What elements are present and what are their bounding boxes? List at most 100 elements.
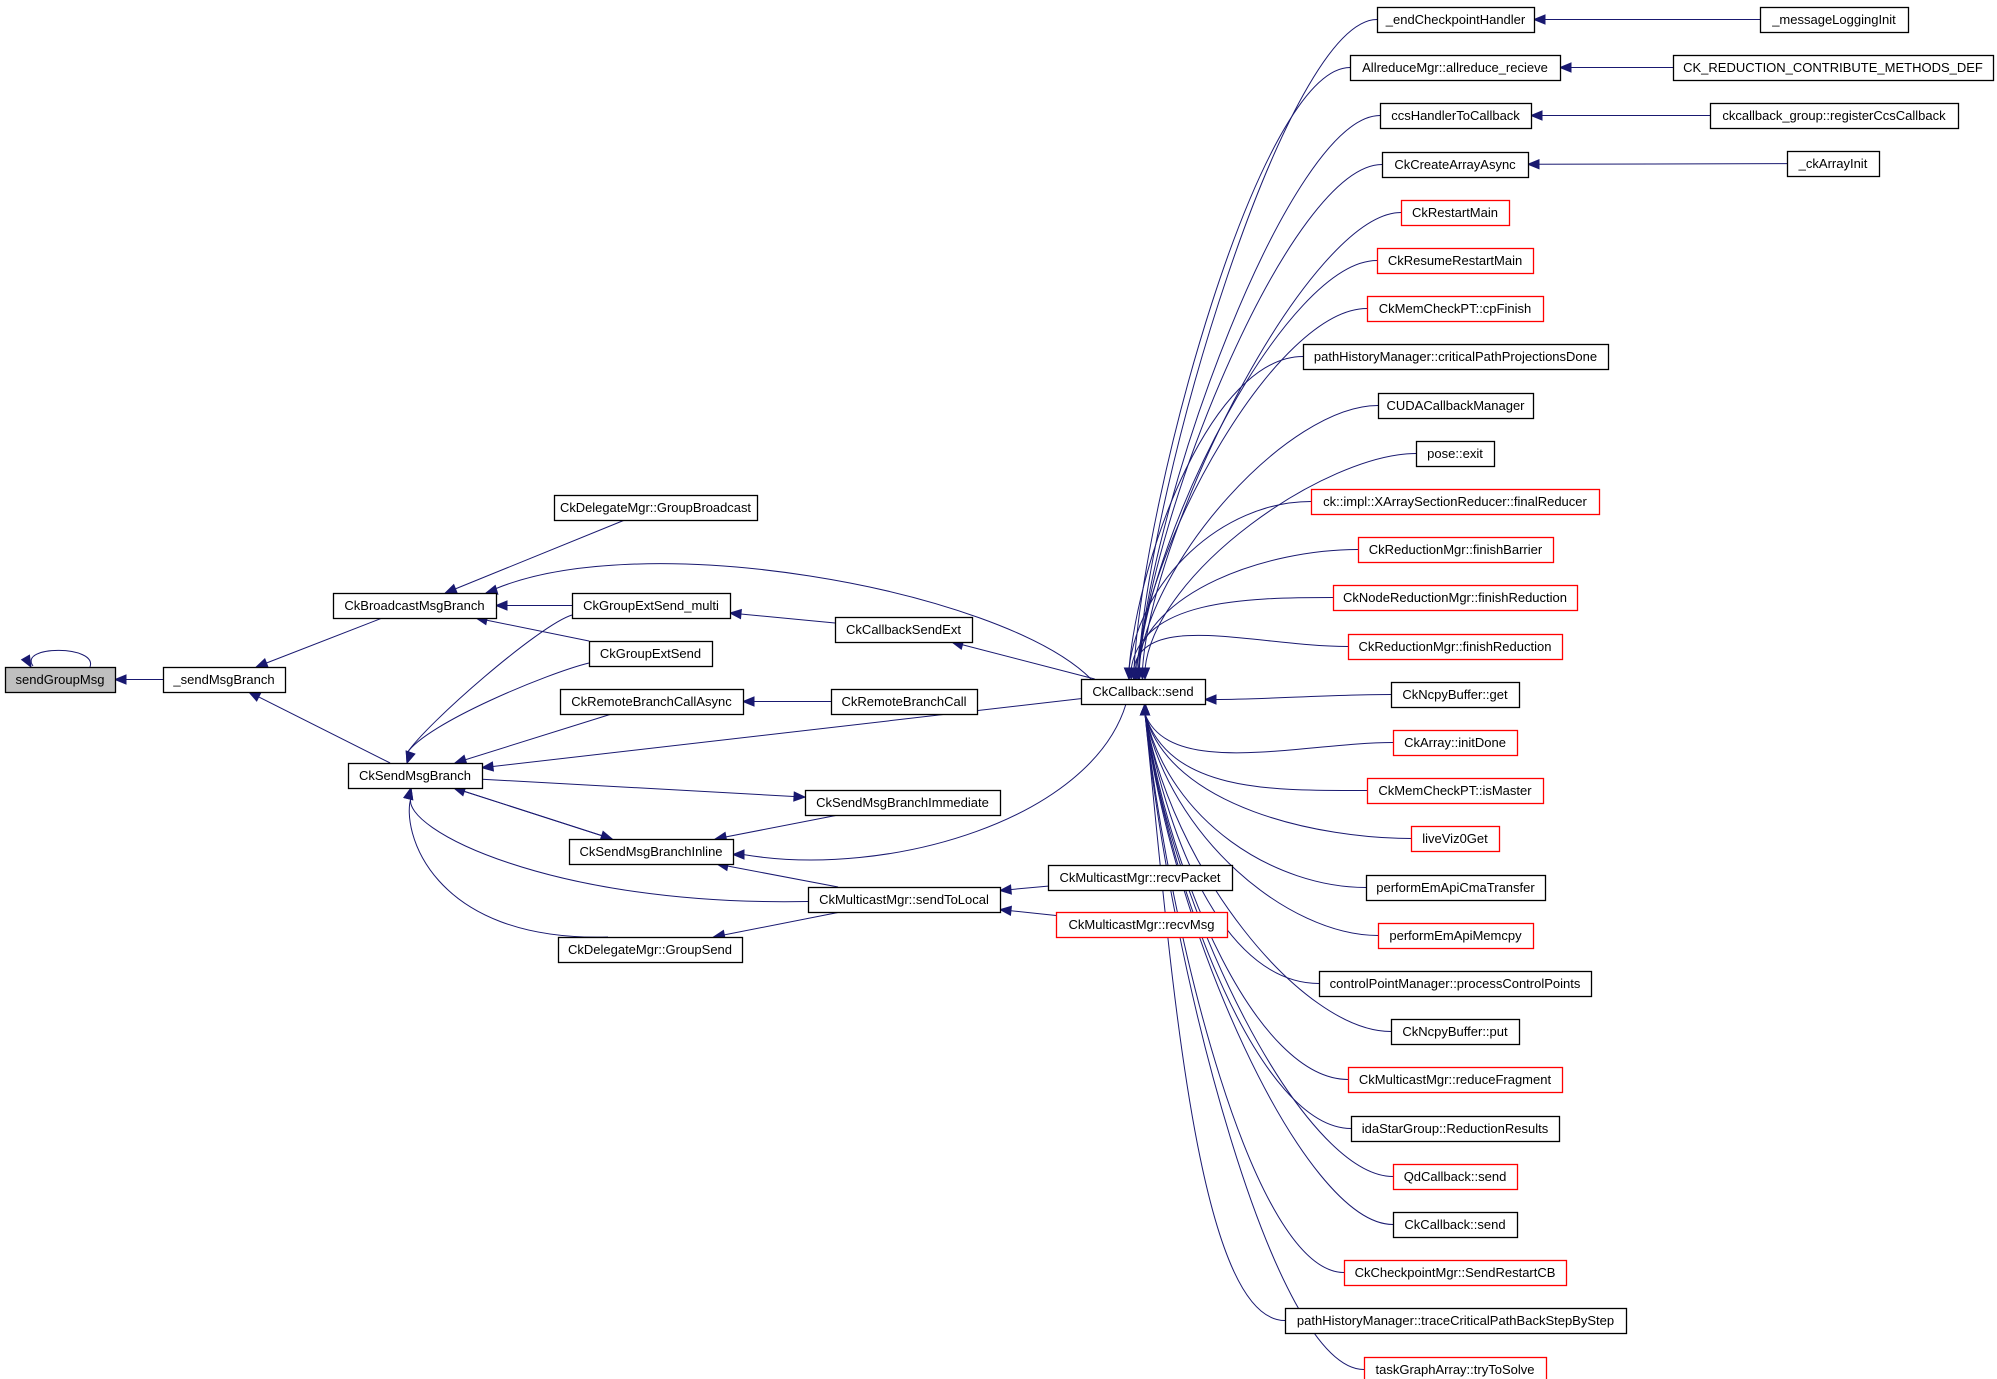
- node-box[interactable]: [1363, 1356, 1548, 1379]
- node-box[interactable]: [1284, 1307, 1628, 1335]
- node-r27[interactable]: pathHistoryManager::traceCriticalPathBac…: [1284, 1307, 1628, 1335]
- node-box[interactable]: [568, 838, 735, 866]
- node-ckgroupextsend-multi[interactable]: CkGroupExtSend_multi: [571, 592, 732, 620]
- node-sendgroupmsg[interactable]: sendGroupMsg: [4, 666, 117, 694]
- node-box[interactable]: [1349, 54, 1562, 82]
- node-r6[interactable]: CkMemCheckPT::cpFinish: [1366, 295, 1545, 323]
- node-r2[interactable]: ccsHandlerToCallback: [1379, 102, 1533, 130]
- node-r26[interactable]: CkCheckpointMgr::SendRestartCB: [1343, 1259, 1568, 1287]
- node-box[interactable]: [1381, 151, 1530, 179]
- node-ckgroupextsend[interactable]: CkGroupExtSend: [588, 640, 714, 668]
- node-box[interactable]: [1390, 681, 1521, 709]
- node-box[interactable]: [1310, 488, 1601, 516]
- node-r1[interactable]: AllreduceMgr::allreduce_recieve: [1349, 54, 1562, 82]
- node-box[interactable]: [1377, 922, 1535, 950]
- node-box[interactable]: [1047, 864, 1234, 892]
- node-box[interactable]: [1350, 1115, 1561, 1143]
- node-box[interactable]: [571, 592, 732, 620]
- node-ckmulticastmgr-sendtolocal[interactable]: CkMulticastMgr::sendToLocal: [807, 886, 1002, 914]
- node-box[interactable]: [588, 640, 714, 668]
- node-box[interactable]: [1318, 970, 1593, 998]
- node-box[interactable]: [1390, 1018, 1521, 1046]
- node-box[interactable]: [1347, 633, 1564, 661]
- node-box[interactable]: [830, 688, 979, 716]
- node-box[interactable]: [4, 666, 117, 694]
- node-r9[interactable]: pose::exit: [1415, 440, 1496, 468]
- node-ckremotebranchcallasync[interactable]: CkRemoteBranchCallAsync: [559, 688, 745, 716]
- node-box[interactable]: [1302, 343, 1610, 371]
- node-box[interactable]: [1080, 678, 1207, 706]
- node-ckmulticastmgr-recvmsg[interactable]: CkMulticastMgr::recvMsg: [1055, 911, 1229, 939]
- node-ckdelegatemgr-groupsend[interactable]: CkDelegateMgr::GroupSend: [557, 936, 744, 964]
- node-box[interactable]: [1415, 440, 1496, 468]
- node-box[interactable]: [1343, 1259, 1568, 1287]
- node-ckcallbacksendext[interactable]: CkCallbackSendExt: [834, 616, 974, 644]
- node-r7[interactable]: pathHistoryManager::criticalPathProjecti…: [1302, 343, 1610, 371]
- node-r3[interactable]: CkCreateArrayAsync: [1381, 151, 1530, 179]
- node-box[interactable]: [1366, 777, 1545, 805]
- node-r28[interactable]: taskGraphArray::tryToSolve: [1363, 1356, 1548, 1379]
- node-cksendmsgbranch[interactable]: CkSendMsgBranch: [347, 762, 484, 790]
- node-r12[interactable]: CkNodeReductionMgr::finishReduction: [1332, 584, 1579, 612]
- node-r21[interactable]: CkNcpyBuffer::put: [1390, 1018, 1521, 1046]
- node-ckcallback-send[interactable]: CkCallback::send: [1080, 678, 1207, 706]
- node-r11[interactable]: CkReductionMgr::finishBarrier: [1357, 536, 1555, 564]
- node-cksendmsgbranchinline[interactable]: CkSendMsgBranchInline: [568, 838, 735, 866]
- node-box[interactable]: [807, 886, 1002, 914]
- node-f0[interactable]: _messageLoggingInit: [1759, 6, 1910, 34]
- node-box[interactable]: [1357, 536, 1555, 564]
- node-box[interactable]: [1392, 729, 1519, 757]
- node-box[interactable]: [559, 688, 745, 716]
- node-ckdelegatemgr-groupbroadcast[interactable]: CkDelegateMgr::GroupBroadcast: [553, 494, 759, 522]
- node-r17[interactable]: liveViz0Get: [1410, 825, 1501, 853]
- node-f3[interactable]: _ckArrayInit: [1786, 150, 1881, 178]
- node-box[interactable]: [834, 616, 974, 644]
- node-ckmulticastmgr-recvpacket[interactable]: CkMulticastMgr::recvPacket: [1047, 864, 1234, 892]
- node-r15[interactable]: CkArray::initDone: [1392, 729, 1519, 757]
- node-r22[interactable]: CkMulticastMgr::reduceFragment: [1347, 1066, 1564, 1094]
- node-box[interactable]: [1366, 295, 1545, 323]
- node-box[interactable]: [1410, 825, 1501, 853]
- node-box[interactable]: [162, 666, 287, 694]
- node-r0[interactable]: _endCheckpointHandler: [1376, 6, 1536, 34]
- node-box[interactable]: [1365, 874, 1547, 902]
- node-box[interactable]: [1672, 54, 1995, 82]
- node-box[interactable]: [347, 762, 484, 790]
- node-r4[interactable]: CkRestartMain: [1400, 199, 1511, 227]
- node-box[interactable]: [1055, 911, 1229, 939]
- node-box[interactable]: [1392, 1211, 1519, 1239]
- node-box[interactable]: [1379, 102, 1533, 130]
- node-r14[interactable]: CkNcpyBuffer::get: [1390, 681, 1521, 709]
- node-box[interactable]: [1392, 1163, 1519, 1191]
- node-r13[interactable]: CkReductionMgr::finishReduction: [1347, 633, 1564, 661]
- node-r23[interactable]: idaStarGroup::ReductionResults: [1350, 1115, 1561, 1143]
- node-box[interactable]: [1786, 150, 1881, 178]
- node-box[interactable]: [1376, 247, 1535, 275]
- node--sendmsgbranch[interactable]: _sendMsgBranch: [162, 666, 287, 694]
- node-r5[interactable]: CkResumeRestartMain: [1376, 247, 1535, 275]
- node-box[interactable]: [1332, 584, 1579, 612]
- node-box[interactable]: [332, 592, 498, 620]
- node-box[interactable]: [1709, 102, 1960, 130]
- node-box[interactable]: [1400, 199, 1511, 227]
- node-r16[interactable]: CkMemCheckPT::isMaster: [1366, 777, 1545, 805]
- node-box[interactable]: [1347, 1066, 1564, 1094]
- node-r8[interactable]: CUDACallbackManager: [1377, 392, 1535, 420]
- node-ckbroadcastmsgbranch[interactable]: CkBroadcastMsgBranch: [332, 592, 498, 620]
- node-r25[interactable]: CkCallback::send: [1392, 1211, 1519, 1239]
- node-f2[interactable]: ckcallback_group::registerCcsCallback: [1709, 102, 1960, 130]
- node-r24[interactable]: QdCallback::send: [1392, 1163, 1519, 1191]
- node-r19[interactable]: performEmApiMemcpy: [1377, 922, 1535, 950]
- node-r20[interactable]: controlPointManager::processControlPoint…: [1318, 970, 1593, 998]
- node-box[interactable]: [553, 494, 759, 522]
- node-box[interactable]: [1376, 6, 1536, 34]
- node-r10[interactable]: ck::impl::XArraySectionReducer::finalRed…: [1310, 488, 1601, 516]
- node-r18[interactable]: performEmApiCmaTransfer: [1365, 874, 1547, 902]
- node-box[interactable]: [1377, 392, 1535, 420]
- node-box[interactable]: [1759, 6, 1910, 34]
- node-f1[interactable]: CK_REDUCTION_CONTRIBUTE_METHODS_DEF: [1672, 54, 1995, 82]
- node-box[interactable]: [804, 789, 1002, 817]
- node-cksendmsgbranchimmediate[interactable]: CkSendMsgBranchImmediate: [804, 789, 1002, 817]
- node-ckremotebranchcall[interactable]: CkRemoteBranchCall: [830, 688, 979, 716]
- node-box[interactable]: [557, 936, 744, 964]
